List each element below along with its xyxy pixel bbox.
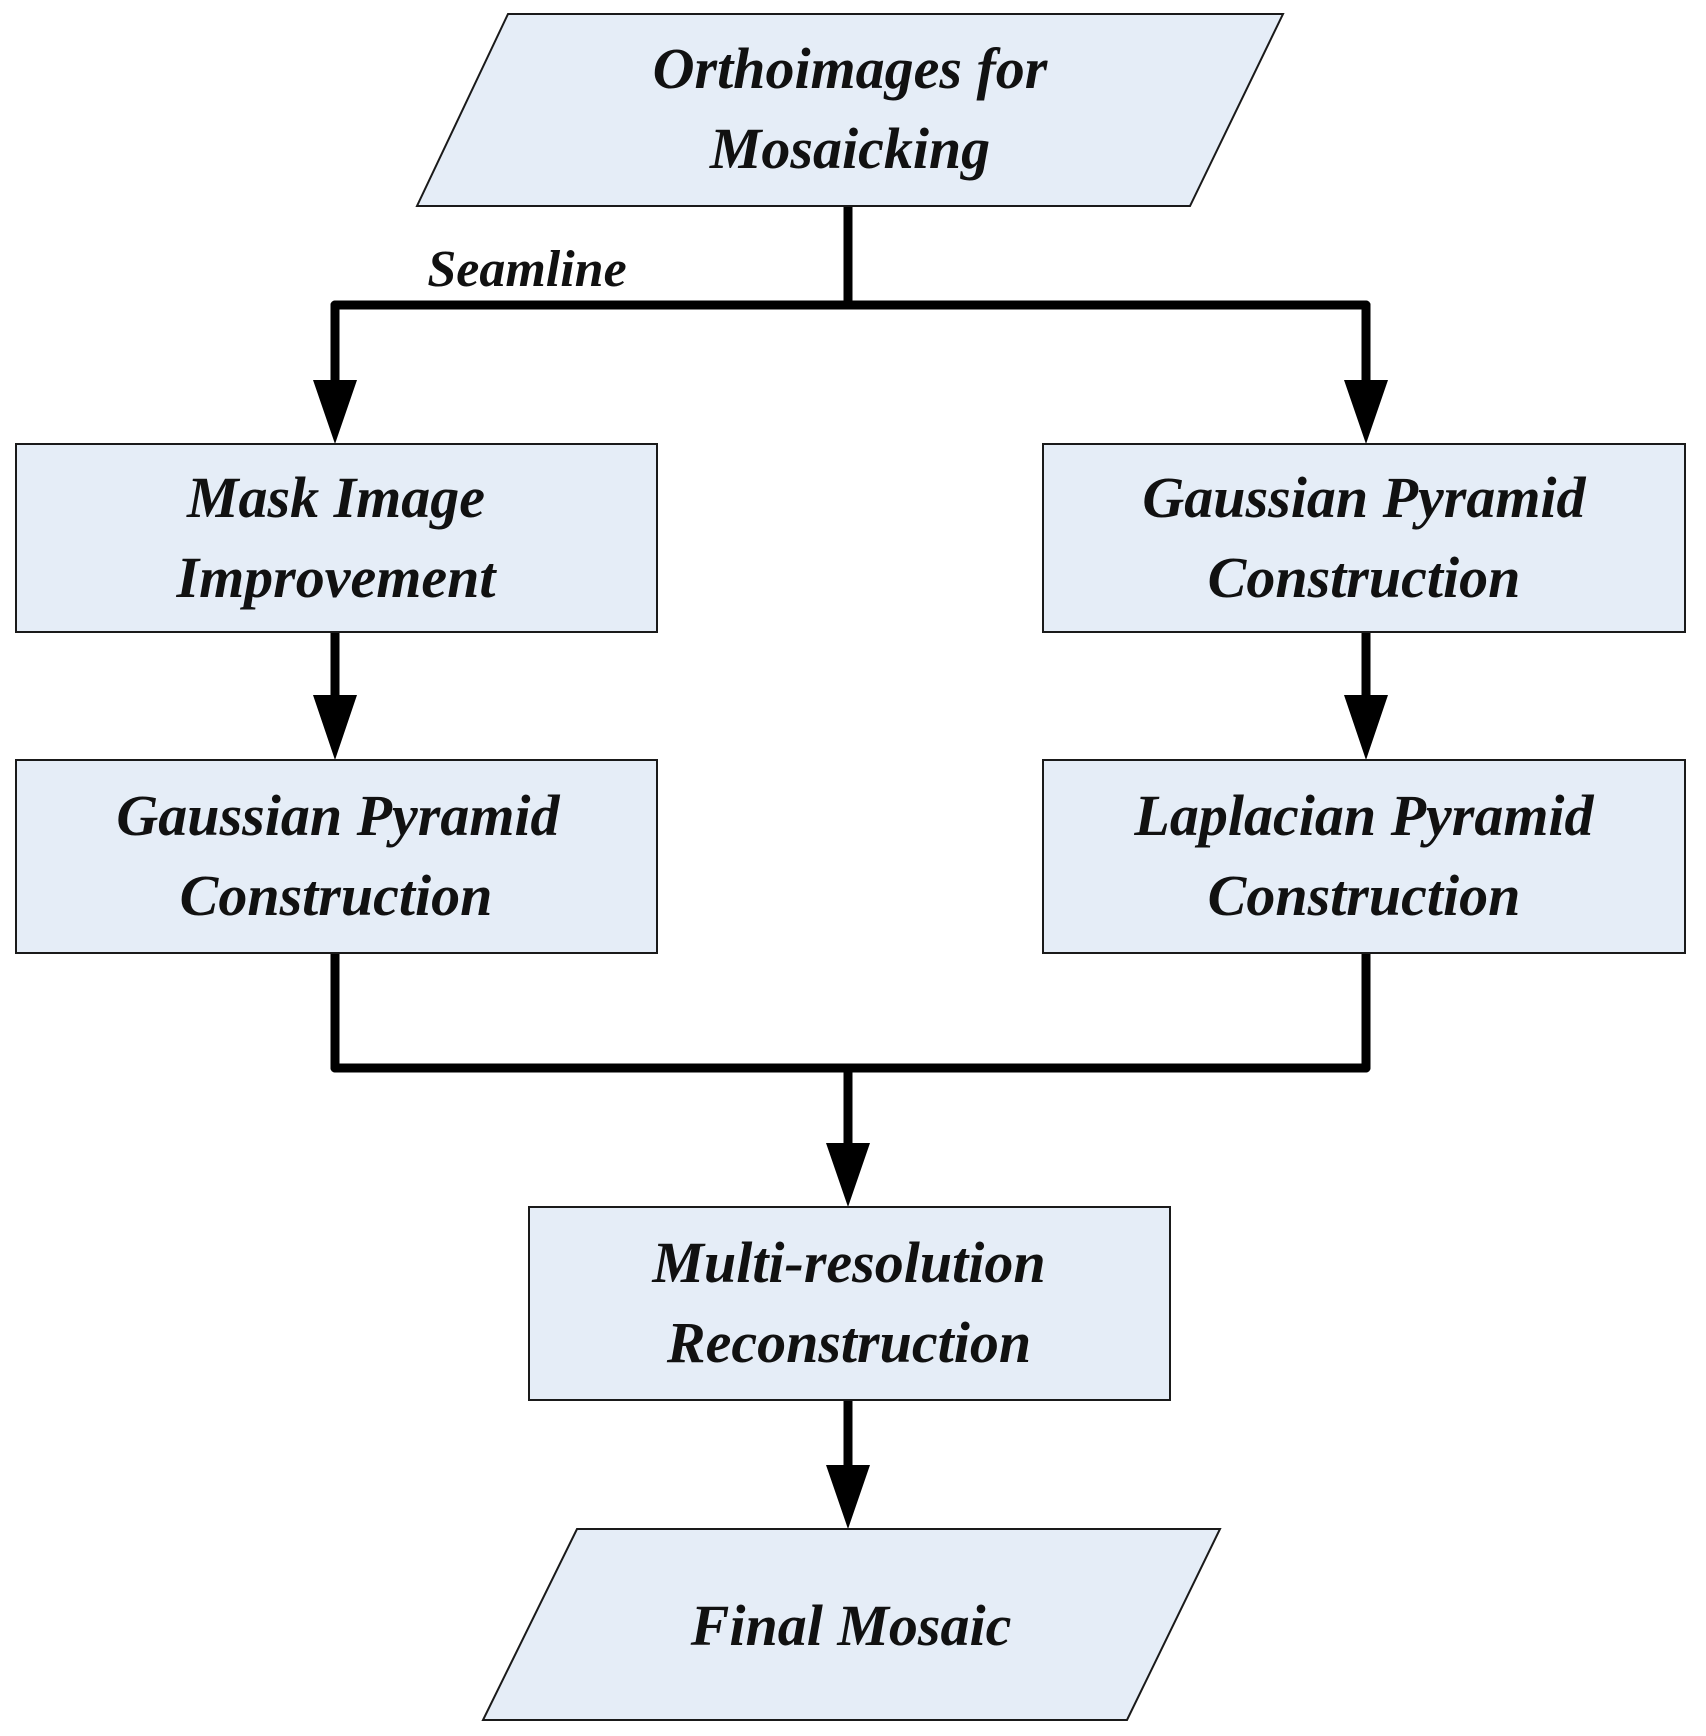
arrowhead-to-gauss-right <box>1344 380 1388 444</box>
arrowhead-to-laplacian <box>1344 695 1388 760</box>
node-multi-resolution-reconstruction: Multi-resolution Reconstruction <box>528 1206 1171 1401</box>
rectangle-shape <box>1042 443 1686 633</box>
node-gaussian-pyramid-right: Gaussian Pyramid Construction <box>1042 443 1686 633</box>
node-text-line: Reconstruction <box>666 1310 1031 1375</box>
parallelogram-shape <box>415 13 1285 207</box>
node-gaussian-pyramid-left: Gaussian Pyramid Construction <box>15 759 658 954</box>
rectangle-shape <box>1042 759 1686 954</box>
node-text-line: Final Mosaic <box>690 1593 1012 1658</box>
node-text-line: Gaussian Pyramid <box>116 783 560 848</box>
node-text-line: Gaussian Pyramid <box>1142 465 1586 530</box>
node-text-line: Construction <box>1208 863 1521 928</box>
node-text-line: Mosaicking <box>709 116 990 181</box>
node-text-line: Mask Image <box>186 465 485 530</box>
connectors <box>313 200 1388 1529</box>
node-text-line: Improvement <box>176 545 498 610</box>
edge-label-seamline: Seamline <box>427 241 626 298</box>
rectangle-shape <box>15 443 658 633</box>
arrowhead-to-multires <box>826 1143 870 1207</box>
node-final-mosaic: Final Mosaic <box>481 1528 1222 1721</box>
node-text-line: Construction <box>180 863 493 928</box>
node-laplacian-pyramid: Laplacian Pyramid Construction <box>1042 759 1686 954</box>
parallelogram-shape <box>481 1528 1222 1721</box>
arrowhead-to-mask <box>313 380 357 444</box>
rectangle-shape <box>15 759 658 954</box>
node-text-line: Construction <box>1208 545 1521 610</box>
node-text-line: Multi-resolution <box>651 1230 1045 1295</box>
node-text-line: Laplacian Pyramid <box>1133 783 1594 848</box>
node-text-line: Orthoimages for <box>653 36 1048 101</box>
arrowhead-to-gauss-left <box>313 695 357 760</box>
rectangle-shape <box>528 1206 1171 1401</box>
arrowhead-to-final <box>826 1465 870 1529</box>
node-mask-image-improvement: Mask Image Improvement <box>15 443 658 633</box>
node-orthoimages: Orthoimages for Mosaicking <box>415 13 1285 207</box>
